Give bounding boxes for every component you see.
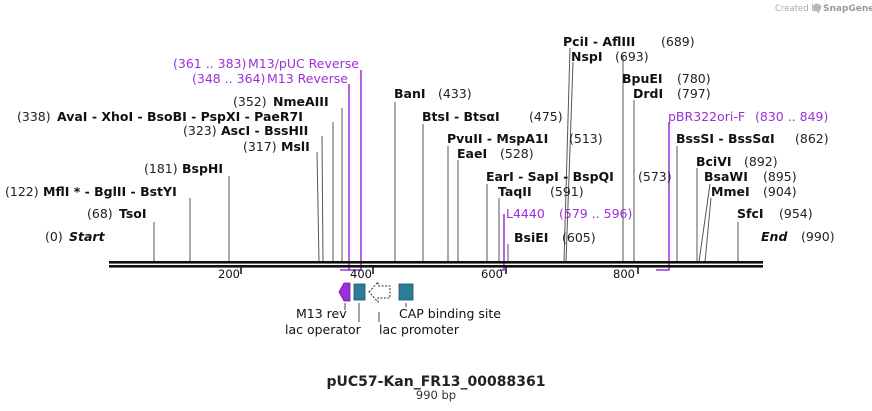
ruler-label-200: 200	[218, 267, 240, 281]
site-label-mmei: MmeI	[711, 184, 750, 199]
primer-line-l4440	[500, 214, 505, 271]
site-pos-tsoi: (68)	[87, 206, 113, 221]
top-strand	[109, 261, 763, 264]
site-label-pcii: PciI - AflIII	[563, 34, 635, 49]
sequence-backbone	[109, 261, 763, 268]
lac-operator-box[interactable]	[353, 283, 366, 301]
site-pos-avai: (338)	[17, 109, 51, 124]
ruler-label-800: 800	[613, 267, 635, 281]
site-label-avai: AvaI - XhoI - BsoBI - PspXI - PaeR7I	[57, 109, 303, 124]
site-pos-nspi: (693)	[615, 49, 649, 64]
primer-line-m13puc	[348, 70, 362, 271]
brand-text: SnapGene	[823, 4, 872, 14]
site-label-tsoi: TsoI	[119, 206, 147, 221]
site-pos-btsi: (475)	[529, 109, 563, 124]
site-pos-eaei: (528)	[500, 146, 534, 161]
feature-label-m13-rev: M13 rev	[296, 306, 347, 321]
site-pos-nmeaiii: (352)	[233, 94, 267, 109]
feature-label-lac-operator: lac operator	[285, 322, 362, 337]
site-label-bsphi: BspHI	[182, 161, 223, 176]
end-label: End	[761, 229, 788, 244]
site-lines	[153, 47, 739, 263]
site-pos-bcivi: (892)	[744, 154, 778, 169]
site-pos-bsiei: (605)	[562, 230, 596, 245]
ruler-label-400: 400	[350, 267, 372, 281]
site-label-drdi: DrdI	[633, 86, 663, 101]
site-pos-bani: (433)	[438, 86, 472, 101]
site-pos-sfci: (954)	[779, 206, 813, 221]
site-pos-asci: (323)	[183, 123, 217, 138]
primer-labels: (361 .. 383) M13/pUC Reverse (348 .. 364…	[173, 56, 828, 221]
site-pos-bsawi: (895)	[763, 169, 797, 184]
site-label-asci: AscI - BssHII	[221, 123, 308, 138]
primer-pos-l4440: (579 .. 596)	[559, 206, 632, 221]
site-pos-bpuei: (780)	[677, 71, 711, 86]
sequence-length: 990 bp	[416, 388, 456, 402]
site-pos-eari: (573)	[638, 169, 672, 184]
feature-label-lac-promoter: lac promoter	[379, 322, 460, 337]
site-pos-mfli: (122)	[5, 184, 39, 199]
site-label-eari: EarI - SapI - BspQI	[486, 169, 614, 184]
site-line-pcii	[563, 47, 571, 263]
branding: Created by SnapGene	[775, 3, 872, 14]
primer-pos-pbr322: (830 .. 849)	[755, 109, 828, 124]
site-pos-mmei: (904)	[763, 184, 797, 199]
site-pos-bsssi: (862)	[795, 131, 829, 146]
feature-label-cap-binding-site: CAP binding site	[399, 306, 501, 321]
site-pos-pcii: (689)	[661, 34, 695, 49]
lac-promoter-arrow-icon[interactable]	[368, 280, 391, 304]
map-title: pUC57-Kan_FR13_00088361 990 bp	[327, 374, 546, 402]
start-label: Start	[69, 229, 106, 244]
primer-label-l4440: L4440	[506, 206, 545, 221]
primer-label-m13puc: M13/pUC Reverse	[248, 56, 359, 71]
primer-label-m13rev: M13 Reverse	[267, 71, 348, 86]
site-pos-taqii: (591)	[550, 184, 584, 199]
site-label-btsi: BtsI - BtsαI	[422, 109, 500, 124]
ruler-label-600: 600	[481, 267, 503, 281]
end-pos: (990)	[801, 229, 835, 244]
site-label-bsssi: BssSI - BssSαI	[676, 131, 775, 146]
site-line-msli	[316, 151, 320, 263]
site-line-bsawi	[698, 183, 711, 263]
primer-pos-m13rev: (348 .. 364)	[192, 71, 265, 86]
primer-line-pbr322	[656, 122, 670, 271]
site-label-nspi: NspI	[571, 49, 603, 64]
site-label-eaei: EaeI	[457, 146, 487, 161]
site-labels: (68) TsoI (122) MflI * - BglII - BstYI (…	[5, 34, 829, 245]
bottom-strand	[109, 265, 763, 268]
site-label-pvuii: PvuII - MspA1I	[447, 131, 548, 146]
site-label-nmeaiii: NmeAIII	[273, 94, 329, 109]
site-pos-pvuii: (513)	[569, 131, 603, 146]
end-labels: (0) Start End (990)	[45, 229, 835, 244]
site-line-nspi	[565, 61, 574, 263]
site-pos-bsphi: (181)	[144, 161, 178, 176]
site-label-sfci: SfcI	[737, 206, 764, 221]
site-label-bani: BanI	[394, 86, 426, 101]
site-label-mfli: MflI * - BglII - BstYI	[43, 184, 177, 199]
primer-pos-m13puc: (361 .. 383)	[173, 56, 246, 71]
sequence-name: pUC57-Kan_FR13_00088361	[327, 374, 546, 390]
primer-line-m13rev	[340, 84, 350, 271]
features: M13 rev lac operator lac promoter CAP bi…	[285, 280, 501, 337]
m13-rev-arrow-icon[interactable]	[338, 282, 351, 302]
site-line-mmei	[704, 197, 712, 263]
site-label-bpuei: BpuEI	[622, 71, 663, 86]
primer-label-pbr322: pBR322ori-F	[668, 109, 745, 124]
primer-lines	[340, 70, 670, 271]
site-label-bcivi: BciVI	[696, 154, 732, 169]
site-line-asci	[321, 135, 324, 263]
snapgene-logo-icon	[813, 3, 821, 12]
site-pos-msli: (317)	[243, 139, 277, 154]
site-label-msli: MslI	[281, 139, 310, 154]
site-label-taqii: TaqII	[498, 184, 532, 199]
ruler: 200 400 600 800	[218, 267, 639, 281]
cap-binding-site-box[interactable]	[398, 283, 414, 301]
site-label-bsawi: BsaWI	[704, 169, 748, 184]
created-by-text: Created by	[775, 4, 822, 14]
start-pos: (0)	[45, 229, 63, 244]
site-pos-drdi: (797)	[677, 86, 711, 101]
site-label-bsiei: BsiEI	[514, 230, 548, 245]
